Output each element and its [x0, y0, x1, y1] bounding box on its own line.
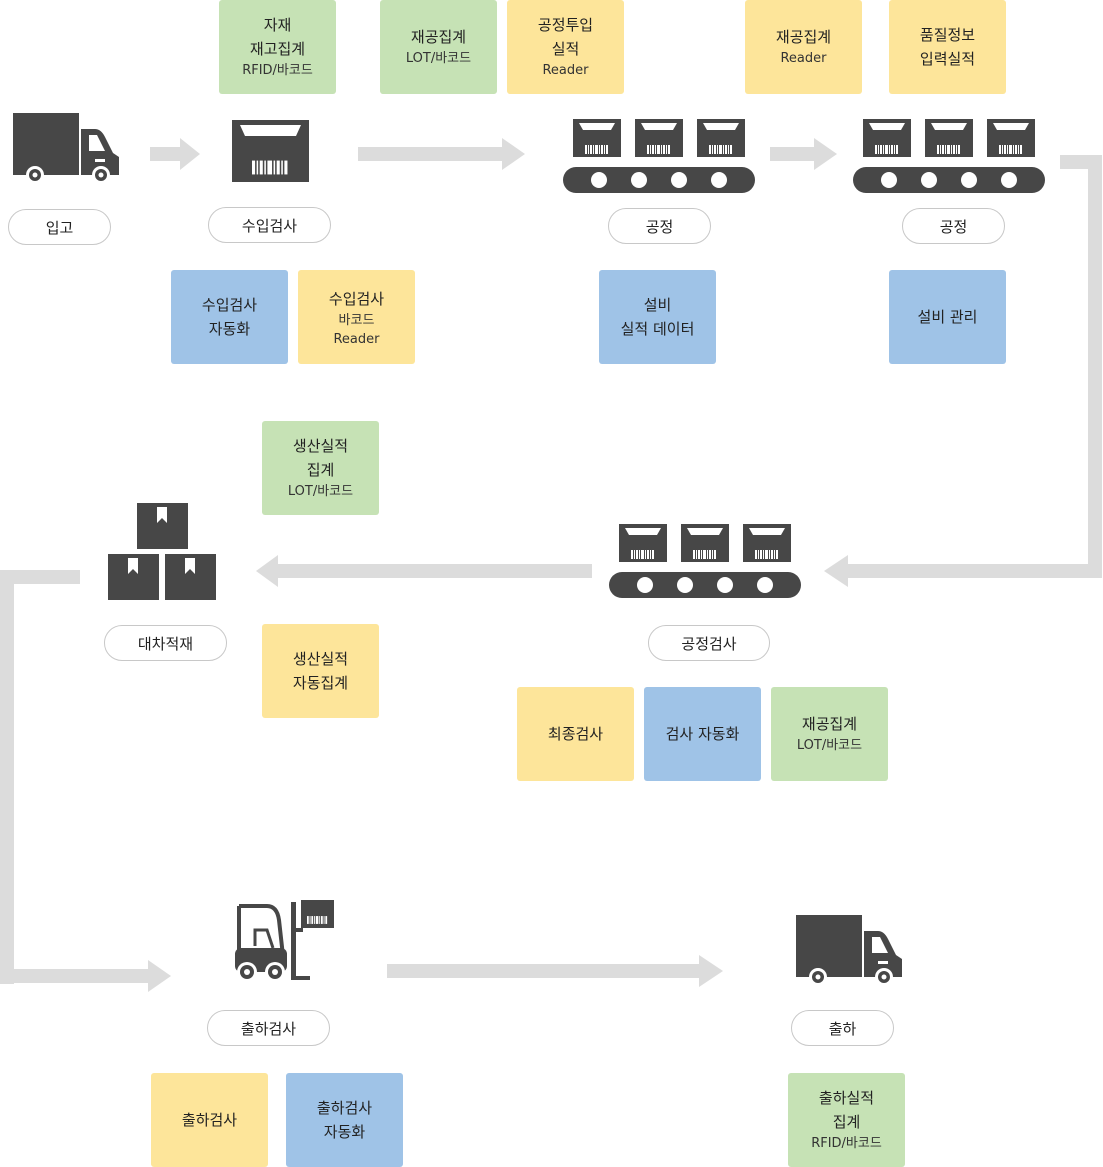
tag-line: 집계: [306, 461, 335, 479]
tag-inspection-auto: 검사 자동화: [644, 687, 761, 781]
tag-shipping-inspection: 출하검사: [151, 1073, 268, 1167]
tag-incoming-auto: 수입검사 자동화: [171, 270, 288, 364]
tag-production-auto: 생산실적 자동집계: [262, 624, 379, 718]
barcode-box-icon: [232, 120, 309, 182]
stacked-boxes-icon: [108, 503, 216, 600]
tag-final-inspection: 최종검사: [517, 687, 634, 781]
flow-arrowhead-right: [824, 555, 848, 587]
flow-arrow-left-bottom: [0, 960, 171, 992]
tag-wip-lot: 재공집계 LOT/바코드: [380, 0, 497, 94]
flow-line-right-top: [1060, 155, 1088, 169]
tag-line: 최종검사: [547, 725, 604, 743]
tag-line: 자동화: [208, 320, 251, 338]
step-label: 출하: [828, 1019, 857, 1038]
tag-line: 재공집계: [775, 28, 832, 46]
tag-line: 재공집계: [410, 28, 467, 46]
flow-line-right-vertical: [1088, 155, 1102, 578]
tag-line: 생산실적: [292, 437, 349, 455]
step-incoming-inspection: 수입검사: [208, 207, 331, 243]
step-process-2: 공정: [902, 208, 1005, 244]
tag-line: 설비 관리: [917, 308, 978, 326]
flow-line-left-vertical: [0, 570, 14, 984]
tag-line: 공정투입: [537, 16, 594, 34]
flow-arrow-5: [387, 955, 723, 987]
step-label: 수입검사: [241, 216, 298, 235]
step-label: 공정검사: [681, 634, 737, 653]
tag-line: 입력실적: [919, 50, 976, 68]
tag-shipping-result: 출하실적 집계 RFID/바코드: [788, 1073, 905, 1167]
flow-arrow-1: [150, 138, 200, 170]
step-cart-loading: 대차적재: [104, 625, 227, 661]
tag-line: 실적 데이터: [620, 320, 695, 338]
tag-line: 자재: [263, 16, 292, 34]
tag-sub: RFID/바코드: [242, 63, 313, 78]
tag-wip-lot-2: 재공집계 LOT/바코드: [771, 687, 888, 781]
step-label: 출하검사: [240, 1019, 297, 1038]
tag-sub: 바코드: [338, 312, 375, 328]
tag-line: 출하검사: [181, 1111, 238, 1129]
step-process-1: 공정: [608, 208, 711, 244]
tag-process-input: 공정투입 실적 Reader: [507, 0, 624, 94]
step-label: 대차적재: [137, 634, 194, 653]
tag-line: 실적: [551, 40, 580, 58]
tag-line: 수입검사: [328, 289, 385, 308]
step-label: 공정: [645, 217, 674, 236]
flow-line-left-top: [0, 570, 80, 584]
tag-shipping-inspection-auto: 출하검사 자동화: [286, 1073, 403, 1167]
tag-quality-input: 품질정보 입력실적: [889, 0, 1006, 94]
step-process-inspection: 공정검사: [648, 625, 770, 661]
conveyor-icon: [563, 119, 755, 193]
step-label: 공정: [939, 217, 968, 236]
tag-material-stock: 자재 재고집계 RFID/바코드: [219, 0, 336, 94]
tag-production-lot: 생산실적 집계 LOT/바코드: [262, 421, 379, 515]
step-receiving: 입고: [8, 209, 111, 245]
tag-sub: Reader: [333, 331, 380, 347]
step-label: 입고: [45, 218, 74, 237]
forklift-icon: [235, 900, 334, 982]
tag-sub: LOT/바코드: [796, 738, 863, 753]
flow-line-right-bottom: [846, 564, 1102, 578]
tag-equipment-mgmt: 설비 관리: [889, 270, 1006, 364]
step-shipping: 출하: [791, 1010, 894, 1046]
truck-icon: [13, 113, 121, 185]
tag-line: 재공집계: [801, 715, 858, 733]
truck-icon: [796, 915, 904, 987]
tag-sub: Reader: [780, 51, 827, 66]
tag-line: 설비: [643, 296, 672, 314]
tag-line: 출하검사: [316, 1099, 373, 1117]
flow-arrow-2: [358, 138, 525, 170]
tag-line: 수입검사: [201, 296, 258, 314]
tag-line: 집계: [832, 1113, 861, 1131]
tag-sub: Reader: [542, 63, 589, 78]
tag-line: 생산실적: [292, 650, 349, 668]
tag-sub: LOT/바코드: [287, 484, 354, 499]
tag-line: 출하실적: [818, 1089, 875, 1107]
tag-wip-reader: 재공집계 Reader: [745, 0, 862, 94]
tag-sub: LOT/바코드: [405, 51, 472, 66]
tag-line: 품질정보: [919, 26, 976, 44]
tag-line: 자동집계: [292, 674, 349, 692]
tag-line: 자동화: [323, 1123, 366, 1141]
conveyor-icon: [609, 524, 801, 598]
conveyor-icon: [853, 119, 1045, 193]
tag-incoming-barcode: 수입검사 바코드 Reader: [298, 270, 415, 364]
tag-line: 검사 자동화: [665, 725, 740, 743]
step-shipping-inspection: 출하검사: [207, 1010, 330, 1046]
tag-equipment-data: 설비 실적 데이터: [599, 270, 716, 364]
flow-arrow-3: [770, 138, 837, 170]
flow-arrow-4: [256, 555, 592, 587]
tag-sub: RFID/바코드: [811, 1136, 882, 1151]
tag-line: 재고집계: [249, 40, 306, 58]
